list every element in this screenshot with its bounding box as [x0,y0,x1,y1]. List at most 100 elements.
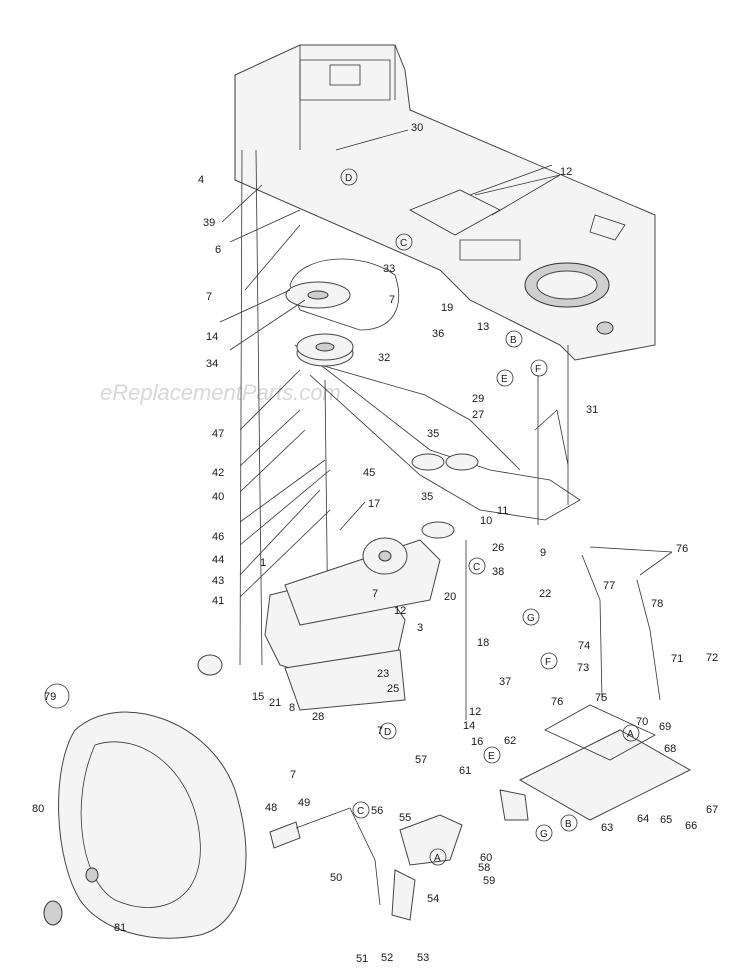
part-label-66: 66 [685,820,697,832]
part-label-48: 48 [265,802,277,814]
part-label-23: 23 [377,668,389,680]
part-label-8: 8 [289,702,295,714]
callout-e-top: E [501,374,508,385]
callout-c-bot: C [357,806,364,817]
lever-assembly [269,789,529,921]
part-label-16: 16 [471,736,483,748]
callout-markers: D C B E F C G F D A E C G B A [44,168,640,866]
part-label-40: 40 [212,491,224,503]
part-label-62: 62 [504,735,516,747]
part-label-59: 59 [483,875,495,887]
part-label-65: 65 [660,814,672,826]
part-label-57: 57 [415,754,427,766]
part-label-76-top: 76 [676,543,688,555]
linkage-rods [239,149,569,720]
callout-b-top: B [510,335,517,346]
callout-g-mid: G [527,613,535,624]
watermark: eReplacementParts.com [100,380,341,405]
callout-d-top: D [345,173,352,184]
part-label-60: 60 [480,852,492,864]
part-label-54: 54 [427,893,439,905]
part-label-22: 22 [539,588,551,600]
part-label-70: 70 [636,716,648,728]
part-label-17: 17 [368,498,380,510]
callout-d-bot: D [384,727,391,738]
part-label-81: 81 [114,922,126,934]
part-label-14-bot: 14 [463,720,475,732]
part-label-30: 30 [411,122,423,134]
part-label-1: 1 [260,557,266,569]
part-label-55: 55 [399,812,411,824]
part-label-20: 20 [444,591,456,603]
part-label-21: 21 [269,697,281,709]
part-label-79: 79 [44,691,56,703]
part-label-44: 44 [212,554,224,566]
callout-e-bot: E [488,751,495,762]
part-label-9: 9 [540,547,546,559]
part-label-3: 3 [417,622,423,634]
part-label-76-bot: 76 [551,696,563,708]
rear-tire [43,711,247,939]
part-label-38: 38 [492,566,504,578]
part-label-39: 39 [203,217,215,229]
part-label-7-trans: 7 [372,588,378,600]
part-label-4: 4 [198,174,204,186]
part-label-53: 53 [417,952,429,964]
callout-f-bot: F [545,657,551,668]
part-label-46: 46 [212,531,224,543]
callout-f-top: F [535,364,541,375]
frame-assembly [234,44,656,361]
pulley-group [285,281,479,539]
callout-c-mid: C [473,562,480,573]
callout-c-top: C [400,238,407,249]
part-label-69: 69 [659,721,671,733]
part-label-14-top: 14 [206,331,218,343]
part-label-47: 47 [212,428,224,440]
part-label-19: 19 [441,302,453,314]
part-label-61: 61 [459,765,471,777]
part-label-7-bolts: 7 [290,769,296,781]
leader-lines [219,129,673,598]
part-label-42: 42 [212,467,224,479]
part-label-37: 37 [499,676,511,688]
part-label-28: 28 [312,711,324,723]
part-label-12-mid: 12 [394,605,406,617]
part-label-51: 51 [356,953,368,965]
part-label-13: 13 [477,321,489,333]
part-label-71: 71 [671,653,683,665]
part-label-56: 56 [371,805,383,817]
part-label-68: 68 [664,743,676,755]
part-label-15: 15 [252,691,264,703]
part-label-41: 41 [212,595,224,607]
part-label-63: 63 [601,822,613,834]
part-label-12-bot: 12 [469,706,481,718]
part-label-25: 25 [387,683,399,695]
part-label-7-mid: 7 [389,294,395,306]
part-label-43: 43 [212,575,224,587]
part-label-32: 32 [378,352,390,364]
part-label-6: 6 [215,244,221,256]
callout-a-bot: A [434,853,441,864]
part-labels: 30 12 4 39 6 33 7 7 19 13 14 36 32 34 29… [32,122,718,965]
callout-a-right: A [627,729,634,740]
part-label-52: 52 [381,952,393,964]
part-label-7-top: 7 [206,291,212,303]
part-label-7-bot: 7 [377,725,383,737]
callout-g-bot: G [540,829,548,840]
shift-levers [581,554,661,701]
part-label-67: 67 [706,804,718,816]
part-label-12-top: 12 [560,166,572,178]
part-label-49: 49 [298,797,310,809]
callout-b-bot: B [565,819,572,830]
part-label-31: 31 [586,404,598,416]
part-label-18: 18 [477,637,489,649]
part-label-35-top: 35 [427,428,439,440]
part-label-74: 74 [578,640,590,652]
part-label-77: 77 [603,580,615,592]
part-label-73: 73 [577,662,589,674]
part-label-50: 50 [330,872,342,884]
part-label-78: 78 [651,598,663,610]
part-label-58: 58 [478,862,490,874]
part-label-36: 36 [432,328,444,340]
